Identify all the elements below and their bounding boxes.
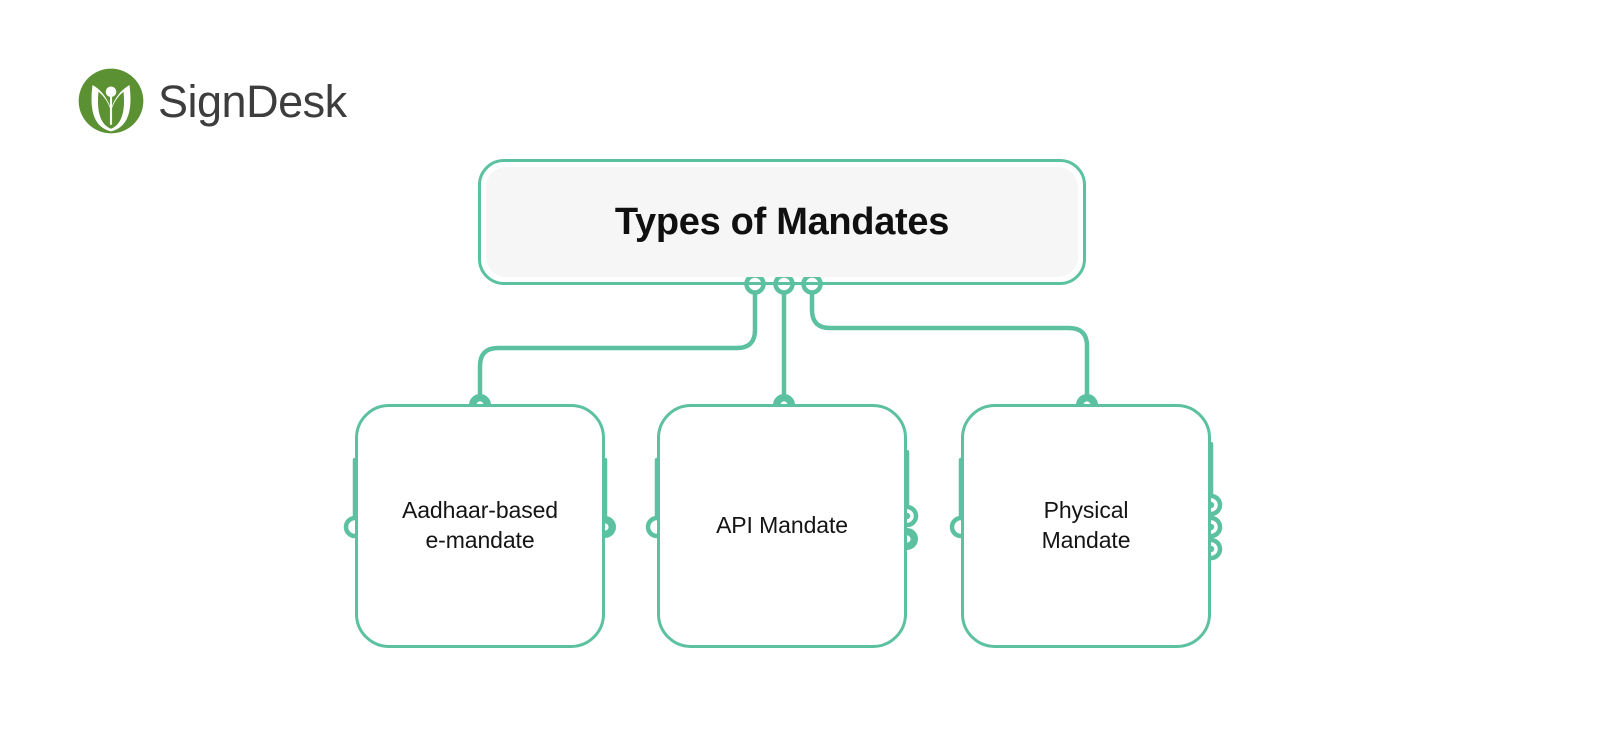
page-title: Types of Mandates	[614, 200, 950, 243]
node-label: API Mandate	[716, 512, 848, 539]
root-node[interactable]: Types of Mandates	[478, 159, 1086, 285]
node-physical-mandate[interactable]: Physical Mandate	[961, 404, 1211, 648]
node-label: Aadhaar-based e-mandate	[402, 497, 558, 553]
node-api-mandate[interactable]: API Mandate	[657, 404, 907, 648]
node-aadhaar-based-e-mandate[interactable]: Aadhaar-based e-mandate	[355, 404, 605, 648]
root-node-inner: Types of Mandates	[486, 167, 1078, 277]
signdesk-leaf-pen-logo-icon	[78, 68, 144, 134]
node-label: Physical Mandate	[1041, 497, 1131, 553]
brand-wordmark: SignDesk	[158, 75, 347, 127]
brand-logo: SignDesk	[78, 68, 347, 134]
